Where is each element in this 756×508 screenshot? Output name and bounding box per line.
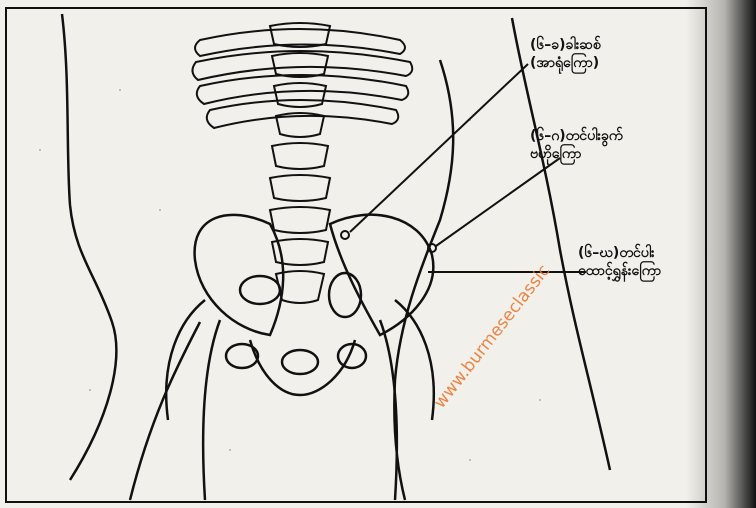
leader-line-hip	[436, 158, 560, 246]
label-gluteal-nerve: (၆–ခ)ခါးဆစ် (အာရုံကြော)	[530, 36, 601, 72]
leader-line-gluteal	[350, 64, 528, 232]
body-outline-right-inner	[394, 60, 453, 500]
label-thigh-line1: (၆–ဃ)တင်ပါး	[578, 244, 661, 262]
label-thigh-nerve: (၆–ဃ)တင်ပါး ထောင့်ရွှန်းကြော	[578, 244, 661, 280]
page-edge-shadow	[686, 0, 756, 508]
label-hip-nerve: (၆–ဂ)တင်ပါးခွက် ဗဟိုကြော	[530, 127, 623, 163]
nerve-point-gluteal	[341, 231, 349, 239]
label-gluteal-line1: (၆–ခ)ခါးဆစ်	[530, 36, 601, 54]
body-outline-left	[62, 14, 116, 480]
pelvis	[166, 215, 434, 500]
vertebrae	[270, 23, 330, 303]
label-hip-line2: ဗဟိုကြော	[530, 145, 623, 163]
label-thigh-line2: ထောင့်ရွှန်းကြော	[578, 262, 661, 280]
label-gluteal-line2: (အာရုံကြော)	[530, 54, 601, 72]
body-outline-left-inner	[130, 322, 200, 500]
print-speckle	[39, 89, 541, 461]
label-hip-line1: (၆–ဂ)တင်ပါးခွက်	[530, 127, 623, 145]
